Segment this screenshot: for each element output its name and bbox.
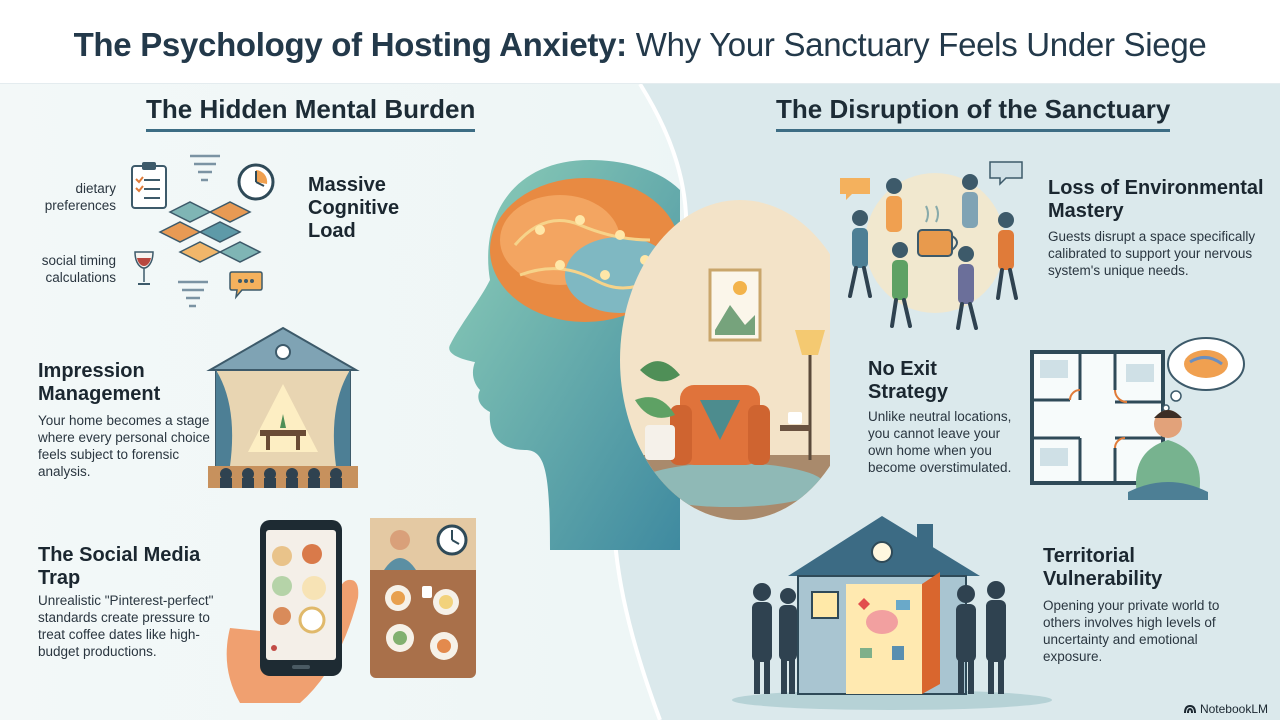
social-media-body: Unrealistic "Pinterest-perfect" standard… bbox=[38, 593, 214, 659]
dining-table-icon bbox=[370, 518, 476, 678]
speech-bubble-icon bbox=[229, 271, 263, 300]
territorial-title: Territorial Vulnerability bbox=[1043, 545, 1163, 590]
header-band bbox=[0, 0, 1280, 84]
social-media-title: The Social Media Trap bbox=[38, 544, 201, 589]
label-social-timing: social timing calculations bbox=[41, 253, 116, 285]
impression-body: Your home becomes a stage where every pe… bbox=[38, 413, 210, 479]
tornado-icon bbox=[178, 280, 208, 308]
mastery-body: Guests disrupt a space specifically cali… bbox=[1048, 229, 1256, 278]
clock-icon bbox=[237, 163, 275, 201]
page-title-light: Why Your Sanctuary Feels Under Siege bbox=[626, 26, 1207, 63]
brain-head-icon bbox=[449, 160, 680, 550]
house-door-icon bbox=[732, 516, 1052, 710]
clipboard-icon bbox=[131, 162, 167, 209]
brand-badge: NotebookLM bbox=[1183, 702, 1268, 716]
smartphone-icon bbox=[226, 520, 359, 703]
label-dietary-preferences: dietary preferences bbox=[44, 181, 116, 213]
exit-title: No Exit Strategy bbox=[868, 358, 949, 403]
coffee-cup-icon bbox=[840, 161, 1023, 330]
exit-body: Unlike neutral locations, you cannot lea… bbox=[868, 409, 1012, 475]
page-title-bold: The Psychology of Hosting Anxiety: bbox=[73, 26, 628, 63]
impression-title: Impression Management bbox=[38, 360, 161, 405]
mastery-title: Loss of Environmental Mastery bbox=[1048, 177, 1264, 222]
cube-grid-icon bbox=[158, 201, 262, 263]
wine-glass-icon bbox=[134, 251, 154, 285]
territorial-body: Opening your private world to others inv… bbox=[1043, 598, 1220, 664]
thought-brain-icon bbox=[1128, 337, 1245, 500]
brand-label: NotebookLM bbox=[1199, 702, 1268, 716]
stage-house-icon bbox=[206, 326, 360, 488]
left-section-heading: The Hidden Mental Burden bbox=[146, 94, 476, 132]
notebooklm-logo-icon bbox=[1183, 704, 1196, 714]
cognitive-load-title: Massive Cognitive Load bbox=[308, 174, 400, 242]
right-section-heading: The Disruption of the Sanctuary bbox=[776, 94, 1171, 132]
tornado-icon bbox=[190, 154, 220, 182]
page-title: The Psychology of Hosting Anxiety: Why Y… bbox=[0, 26, 1280, 64]
armchair-room-icon bbox=[620, 200, 830, 520]
